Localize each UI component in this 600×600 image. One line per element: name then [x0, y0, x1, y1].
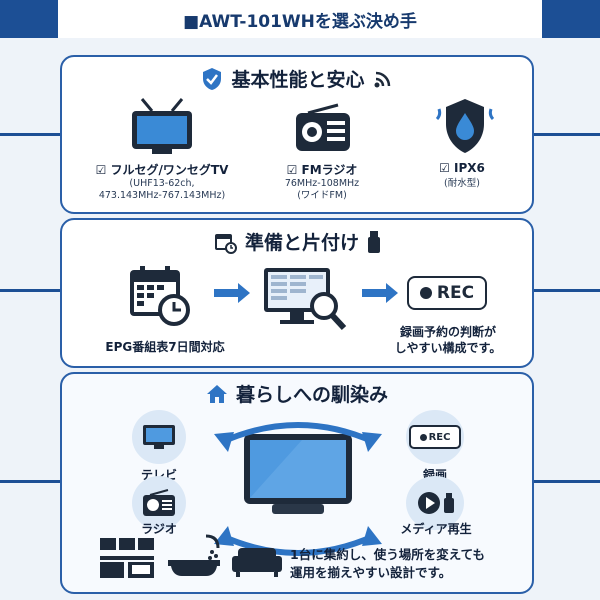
arrow-right-icon [360, 282, 400, 304]
radio-icon [294, 103, 352, 153]
record-dot-icon [419, 433, 427, 441]
calendar-clock-icon [213, 230, 237, 254]
usb-stick-icon [443, 493, 454, 513]
play-icon [417, 491, 441, 515]
panel-preparation: 準備と片付け REC EPG番組表7日間対応 録画予約の判断が しやすい構成です… [60, 218, 534, 368]
tv-bubble [132, 410, 186, 464]
summary-note: 1台に集約し、使う場所を変えても 運用を揃えやすい設計です。 [290, 547, 485, 580]
media-label: メディア再生 [400, 522, 472, 536]
rec-small-badge: REC [409, 425, 461, 449]
feature-fm-sub2: (ワイドFM) [297, 190, 347, 201]
preparation-title: 準備と片付け [244, 232, 359, 254]
water-drop-shield-icon [434, 97, 496, 155]
feature-ipx6-label: ☑ IPX6 [439, 161, 485, 175]
home-icon [206, 384, 228, 404]
tv-icon [130, 97, 194, 155]
signal-icon [373, 69, 393, 89]
lifestyle-title: 暮らしへの馴染み [235, 384, 388, 406]
panel-title: 準備と片付け [62, 228, 532, 255]
monitor-search-icon [262, 266, 348, 332]
rec-description: 録画予約の判断が しやすい構成です。 [394, 325, 502, 355]
panel-performance: 基本性能と安心 ☑ フルセグ/ワンセグTV (UHF13-62ch, 473.1… [60, 55, 534, 214]
panel-title: 暮らしへの馴染み [62, 380, 532, 407]
feature-tv-sub1: (UHF13-62ch, [129, 178, 195, 189]
panel-title: 基本性能と安心 [62, 65, 532, 92]
tv-icon [142, 424, 176, 450]
feature-ipx6-sub1: (耐水型) [444, 178, 480, 189]
calendar-clock-large-icon [128, 264, 190, 326]
record-dot-icon [419, 287, 432, 299]
center-tv-icon [242, 432, 354, 518]
kitchen-icon [98, 536, 156, 580]
bathtub-icon [166, 534, 222, 580]
rec-bubble: REC [406, 410, 464, 464]
sofa-icon [230, 546, 284, 578]
page-title: ■AWT-101WHを選ぶ決め手 [58, 0, 542, 38]
performance-title: 基本性能と安心 [231, 69, 365, 91]
radio-icon [142, 489, 176, 517]
circular-arrows-icon [192, 414, 404, 564]
radio-bubble [132, 476, 186, 530]
arrow-right-icon [212, 282, 252, 304]
usb-stick-icon [367, 230, 381, 254]
feature-fm-sub1: 76MHz-108MHz [284, 178, 360, 189]
radio-label: ラジオ [141, 522, 177, 536]
panel-lifestyle: 暮らしへの馴染み テレビ ラジオ REC 録画 メディア再生 1台に集 [60, 372, 534, 594]
epg-label: EPG番組表7日間対応 [105, 340, 225, 354]
shield-check-icon [201, 67, 223, 91]
media-bubble [406, 476, 464, 530]
rec-badge: REC [407, 276, 487, 310]
feature-tv-sub2: 473.143MHz-767.143MHz) [98, 190, 226, 201]
feature-fm-label: ☑ FMラジオ [286, 163, 358, 177]
feature-tv-label: ☑ フルセグ/ワンセグTV [95, 163, 229, 177]
